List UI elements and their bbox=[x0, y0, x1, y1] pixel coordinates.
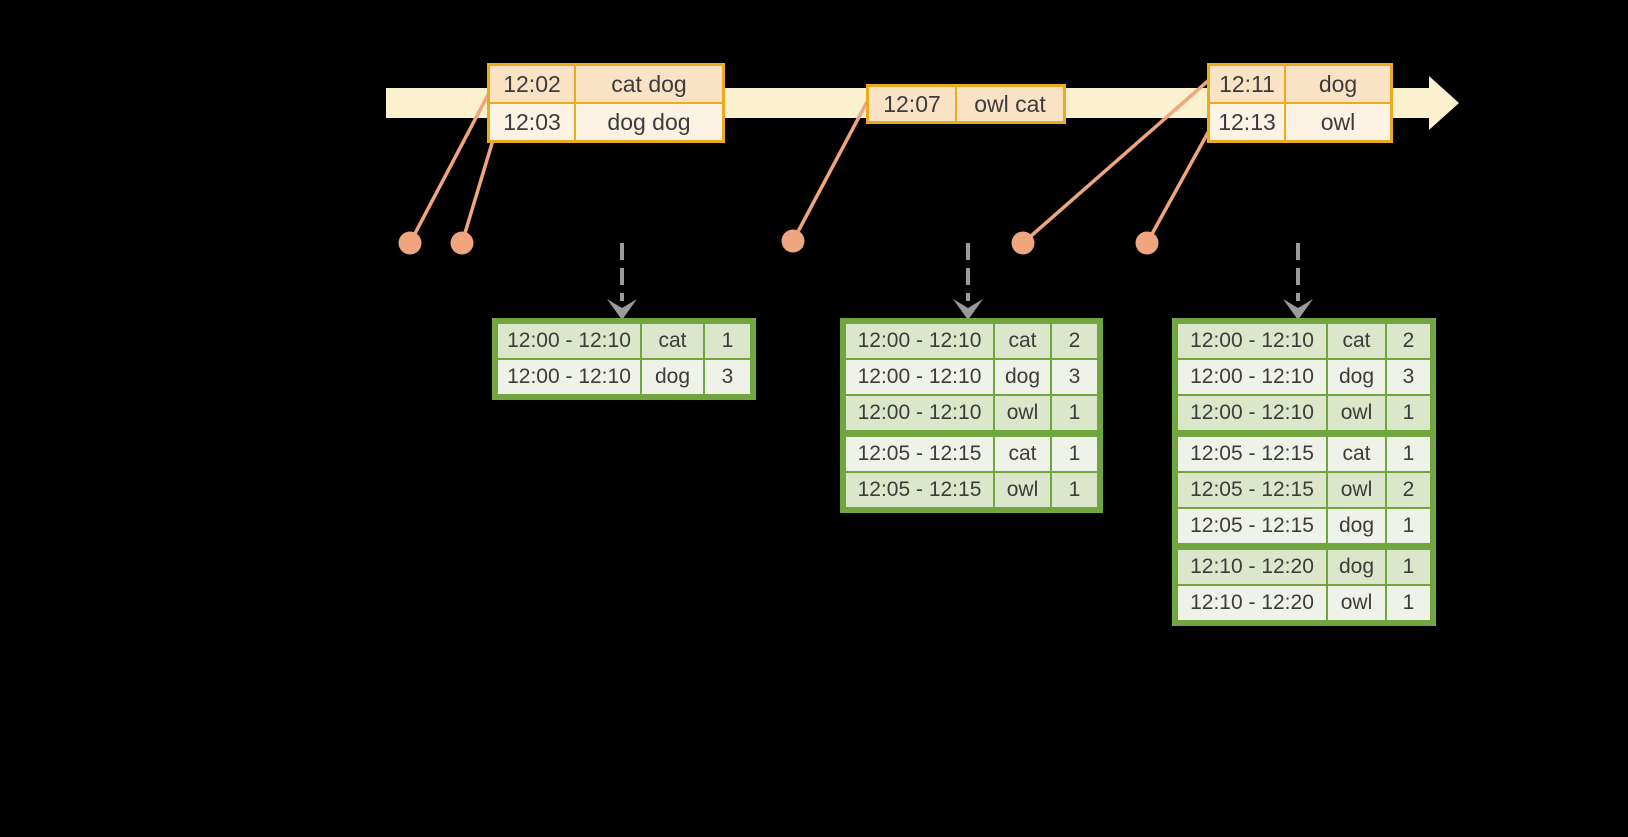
event-marker-line bbox=[460, 139, 495, 244]
count-cell: 2 bbox=[1387, 324, 1430, 358]
event-marker-line bbox=[791, 101, 869, 242]
count-cell: 1 bbox=[1387, 550, 1430, 584]
word-cell: dog bbox=[1328, 550, 1385, 584]
word-cell: owl bbox=[1328, 586, 1385, 620]
event-marker-line bbox=[408, 92, 491, 244]
count-cell: 2 bbox=[1052, 324, 1097, 358]
word-cell: owl bbox=[1328, 396, 1385, 430]
event-marker-dot bbox=[450, 231, 474, 255]
count-cell: 3 bbox=[1052, 360, 1097, 394]
window-cell: 12:00 - 12:10 bbox=[846, 360, 993, 394]
count-cell: 1 bbox=[705, 324, 750, 358]
count-cell: 1 bbox=[1387, 509, 1430, 543]
event-time-cell: 12:11 bbox=[1210, 66, 1284, 102]
window-cell: 12:00 - 12:10 bbox=[846, 396, 993, 430]
event-marker-line bbox=[1021, 78, 1211, 245]
word-cell: dog bbox=[1328, 509, 1385, 543]
count-cell: 1 bbox=[1052, 396, 1097, 430]
event-time-cell: 12:13 bbox=[1210, 104, 1284, 140]
event-marker-line bbox=[1145, 128, 1212, 244]
word-cell: owl bbox=[995, 396, 1050, 430]
window-cell: 12:05 - 12:15 bbox=[1178, 437, 1326, 471]
count-cell: 1 bbox=[1052, 473, 1097, 507]
word-cell: cat bbox=[1328, 324, 1385, 358]
event-time-cell: 12:03 bbox=[490, 104, 574, 140]
result-table-3: 12:00 - 12:10 cat 2 12:00 - 12:10 dog 3 … bbox=[1172, 318, 1436, 626]
event-time-cell: 12:02 bbox=[490, 66, 574, 102]
word-cell: cat bbox=[995, 324, 1050, 358]
event-box-1: 12:02 cat dog 12:03 dog dog bbox=[487, 63, 725, 143]
window-cell: 12:00 - 12:10 bbox=[498, 324, 640, 358]
trigger-arrowhead-icon bbox=[607, 299, 637, 320]
word-cell: owl bbox=[1328, 473, 1385, 507]
window-group-separator bbox=[1178, 432, 1430, 435]
word-cell: dog bbox=[995, 360, 1050, 394]
count-cell: 2 bbox=[1387, 473, 1430, 507]
word-cell: owl bbox=[995, 473, 1050, 507]
count-cell: 1 bbox=[1387, 437, 1430, 471]
event-marker-dot bbox=[1011, 231, 1035, 255]
word-cell: cat bbox=[642, 324, 703, 358]
event-words-cell: dog bbox=[1286, 66, 1390, 102]
window-cell: 12:05 - 12:15 bbox=[846, 473, 993, 507]
event-words-cell: dog dog bbox=[576, 104, 722, 140]
count-cell: 1 bbox=[1052, 437, 1097, 471]
window-cell: 12:00 - 12:10 bbox=[1178, 396, 1326, 430]
word-cell: cat bbox=[1328, 437, 1385, 471]
word-cell: dog bbox=[1328, 360, 1385, 394]
result-table-2: 12:00 - 12:10 cat 2 12:00 - 12:10 dog 3 … bbox=[840, 318, 1103, 513]
count-cell: 1 bbox=[1387, 586, 1430, 620]
window-cell: 12:00 - 12:10 bbox=[498, 360, 640, 394]
event-words-cell: cat dog bbox=[576, 66, 722, 102]
result-table-1: 12:00 - 12:10 cat 1 12:00 - 12:10 dog 3 bbox=[492, 318, 756, 400]
timeline-arrowhead-icon bbox=[1429, 76, 1459, 130]
word-cell: dog bbox=[642, 360, 703, 394]
window-cell: 12:10 - 12:20 bbox=[1178, 550, 1326, 584]
count-cell: 3 bbox=[705, 360, 750, 394]
event-box-2: 12:07 owl cat bbox=[866, 84, 1066, 124]
count-cell: 3 bbox=[1387, 360, 1430, 394]
event-marker-dot bbox=[781, 229, 805, 253]
window-cell: 12:10 - 12:20 bbox=[1178, 586, 1326, 620]
window-cell: 12:05 - 12:15 bbox=[1178, 509, 1326, 543]
window-group-separator bbox=[1178, 545, 1430, 548]
event-marker-dot bbox=[1135, 231, 1159, 255]
event-marker-dot bbox=[398, 231, 422, 255]
window-cell: 12:05 - 12:15 bbox=[846, 437, 993, 471]
count-cell: 1 bbox=[1387, 396, 1430, 430]
trigger-arrowhead-icon bbox=[953, 299, 983, 320]
event-box-3: 12:11 dog 12:13 owl bbox=[1207, 63, 1393, 143]
window-cell: 12:05 - 12:15 bbox=[1178, 473, 1326, 507]
window-cell: 12:00 - 12:10 bbox=[846, 324, 993, 358]
event-words-cell: owl cat bbox=[957, 87, 1063, 121]
event-words-cell: owl bbox=[1286, 104, 1390, 140]
event-time-cell: 12:07 bbox=[869, 87, 955, 121]
trigger-arrowhead-icon bbox=[1283, 299, 1313, 320]
window-cell: 12:00 - 12:10 bbox=[1178, 324, 1326, 358]
window-cell: 12:00 - 12:10 bbox=[1178, 360, 1326, 394]
window-group-separator bbox=[846, 432, 1097, 435]
word-cell: cat bbox=[995, 437, 1050, 471]
